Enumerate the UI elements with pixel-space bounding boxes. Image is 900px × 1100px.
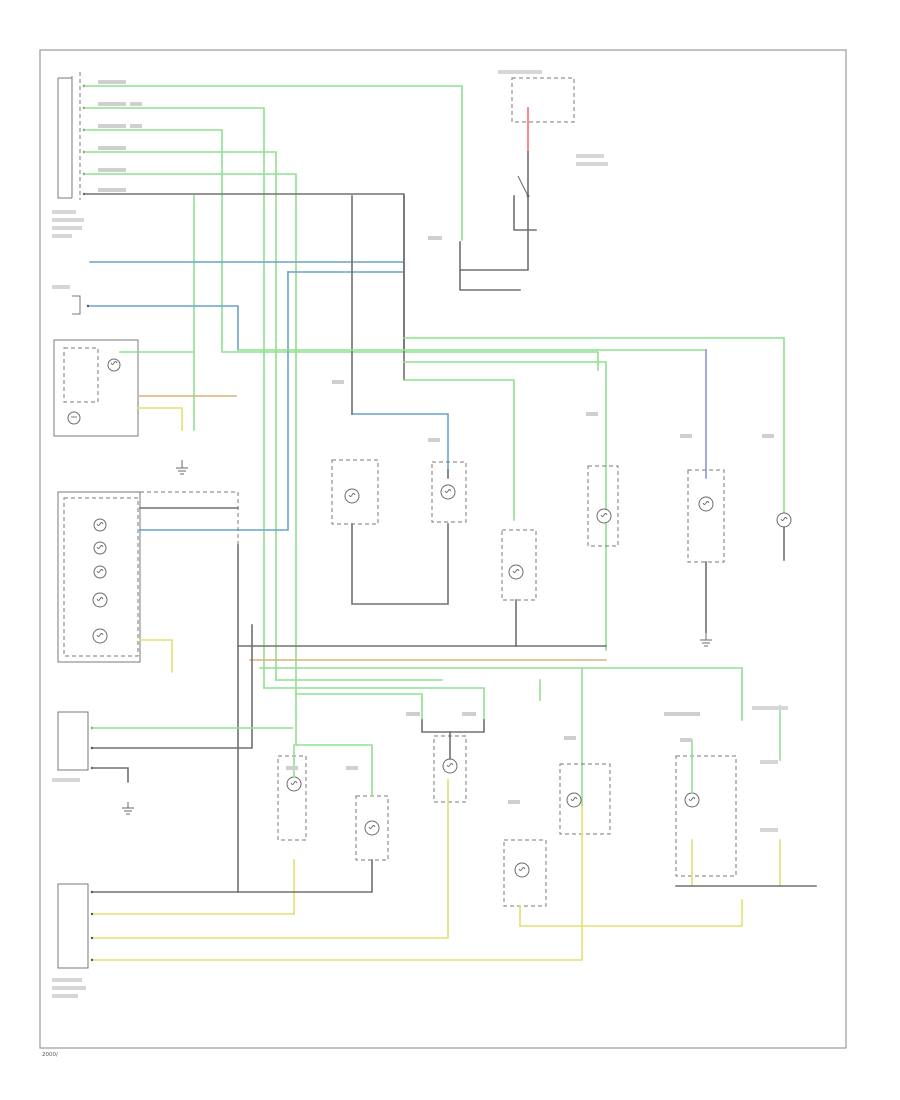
module-lower-1 [277,744,307,915]
gauge-cluster-box [57,491,239,673]
wires-center-trunk [237,195,785,651]
module-mid-center [431,461,467,523]
ground-2 [700,632,712,647]
ground-3 [122,802,134,815]
module-mid-left [331,459,449,605]
module-mid-right [501,529,537,647]
module-right-1 [587,465,619,547]
label-group-top-left [52,80,142,238]
connector-lower-left [52,711,293,783]
module-lower-3 [421,719,485,803]
indicator-module-box [53,339,237,437]
module-lower-6 [675,739,737,887]
module-lower-5 [559,763,611,835]
module-lower-2 [237,744,389,893]
diagram-frame [39,49,847,1049]
connector-ticks [286,236,774,804]
connector-bottom-left [52,883,94,998]
module-lower-4 [503,839,547,907]
wires-top-left [83,85,599,746]
module-lower-7 [752,705,788,887]
wires-bottom-buses [91,779,817,961]
wires-mid-buses [91,544,743,893]
ground-1 [176,460,188,475]
connector-top-left [57,72,86,200]
corner-label: 2000/ [42,1052,58,1058]
connector-c2 [52,285,90,315]
switch-top-right [459,70,608,291]
module-right-3 [776,512,792,561]
module-right-2 [687,469,725,633]
